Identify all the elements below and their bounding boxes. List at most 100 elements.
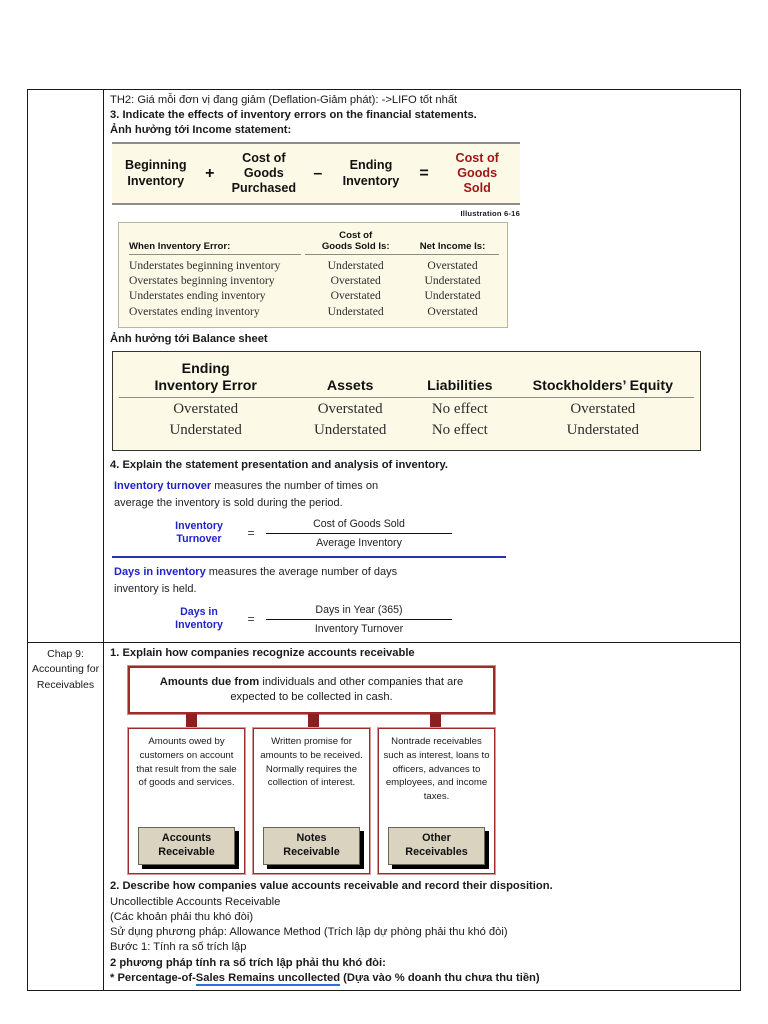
receivable-type-description: Amounts owed by customers on account tha…	[136, 736, 237, 789]
inventory-turnover-description: Inventory turnover measures the number o…	[114, 478, 735, 511]
table-row: Overstates ending inventory Understated …	[129, 305, 499, 320]
cogs-term1-line1: Beginning	[124, 158, 187, 173]
receivable-type-button-wrap: Notes Receivable	[263, 827, 360, 866]
connector-bar-accounts	[186, 714, 197, 733]
receivable-type-box-notes: Written promise for amounts to be receiv…	[252, 727, 371, 876]
days-in-inventory-formula: Days in Inventory = Days in Year (365) I…	[162, 603, 735, 636]
bs-header-col1-line2: Inventory Error	[154, 377, 257, 394]
note-line-th2: TH2: Giá mỗi đơn vị đang giảm (Deflation…	[110, 94, 458, 106]
row-body-cell-chapter9: 1. Explain how companies recognize accou…	[103, 642, 741, 992]
chapter9-label-line2: Accounting for	[31, 663, 100, 676]
di-label-line1: Days in	[180, 606, 218, 619]
cogs-term4-line2: Goods	[457, 166, 498, 181]
receivable-type-box-other: Nontrade receivables such as interest, l…	[377, 727, 496, 876]
days-in-inventory-denominator: Inventory Turnover	[314, 623, 404, 636]
connector-bar-notes	[308, 714, 319, 733]
cell: Understated	[424, 274, 481, 288]
inventory-turnover-desc-line1: Inventory turnover measures the number o…	[114, 478, 735, 495]
receivables-definition-rest: individuals and other companies that are	[259, 676, 464, 689]
balance-sheet-header-row: Ending Inventory Error Assets Liabilitie…	[119, 361, 694, 398]
objective-4-heading: 4. Explain the statement presentation an…	[110, 458, 448, 471]
chapter9-label-line1: Chap 9:	[47, 648, 84, 661]
days-in-inventory-desc-rest: measures the average number of days	[205, 566, 398, 579]
inventory-turnover-formula-label: Inventory Turnover	[162, 520, 236, 546]
inventory-error-header-col3: Net Income Is:	[406, 241, 499, 256]
table-row: Understates ending inventory Overstated …	[129, 289, 499, 304]
note-line-two-methods: 2 phương pháp tính ra số trích lập phải …	[110, 956, 386, 969]
balance-sheet-header-col3: Liabilities	[407, 378, 512, 398]
cell: Overstates ending inventory	[129, 304, 260, 318]
cogs-term4-line3: Sold	[463, 181, 491, 196]
cell: Overstated	[173, 400, 239, 417]
accounts-receivable-button-line1: Accounts	[161, 832, 212, 845]
cell: Understated	[566, 422, 640, 439]
note-line-allowance-method: Sử dụng phương pháp: Allowance Method (T…	[110, 926, 508, 939]
cell: Overstated	[330, 274, 381, 288]
row-label-cell-empty	[27, 88, 104, 644]
days-in-inventory-numerator: Days in Year (365)	[315, 603, 403, 616]
balance-sheet-header-col2: Assets	[292, 378, 408, 398]
cogs-term3-line1: Ending	[349, 158, 393, 173]
inventory-error-header-col2-line2: Goods Sold Is:	[321, 241, 390, 253]
receivable-type-box-accounts: Amounts owed by customers on account tha…	[127, 727, 246, 876]
receivable-type-description: Written promise for amounts to be receiv…	[260, 736, 363, 789]
cell: Understated	[313, 422, 387, 439]
note-line-vn-uncollectible: (Các khoản phải thu khó đòi)	[110, 910, 254, 923]
cogs-term-cost-of-goods-purchased: Cost of Goods Purchased	[220, 151, 308, 197]
cell: Understated	[169, 422, 242, 439]
notes-receivable-button-line1: Notes	[296, 832, 327, 845]
cell: Overstates beginning inventory	[129, 274, 275, 288]
cogs-term-ending-inventory: Ending Inventory	[328, 158, 414, 189]
cell: Overstated	[317, 400, 383, 417]
notes-receivable-button[interactable]: Notes Receivable	[263, 827, 360, 866]
cell: Overstated	[427, 304, 478, 318]
note-line-uncollectible: Uncollectible Accounts Receivable	[110, 895, 281, 908]
inventory-turnover-denominator: Average Inventory	[316, 537, 402, 550]
balance-sheet-illustration: Ending Inventory Error Assets Liabilitie…	[112, 350, 701, 451]
inventory-error-header-col2-line1: Cost of	[339, 229, 373, 241]
receivable-type-button-wrap: Accounts Receivable	[138, 827, 235, 866]
inventory-turnover-desc-line2: average the inventory is sold during the…	[114, 496, 343, 509]
study-notes-table: TH2: Giá mỗi đơn vị đang giảm (Deflation…	[27, 88, 741, 992]
inventory-error-header-col1: When Inventory Error:	[129, 241, 302, 256]
di-label-line2: Inventory	[175, 619, 223, 632]
objective-1-heading: 1. Explain how companies recognize accou…	[110, 647, 415, 660]
note-line-percentage-of-sales: * Percentage-of-Sales Remains uncollecte…	[110, 971, 735, 986]
inventory-turnover-numerator: Cost of Goods Sold	[313, 517, 405, 530]
receivables-diagram: Amounts due from individuals and other c…	[127, 665, 508, 876]
cogs-formula-illustration: Beginning Inventory + Cost of Goods Purc…	[112, 141, 520, 205]
cell: Understated	[327, 258, 384, 272]
cogs-formula-row: Beginning Inventory + Cost of Goods Purc…	[112, 151, 520, 197]
it-label-line2: Turnover	[176, 533, 222, 546]
objective-2-heading: 2. Describe how companies value accounts…	[110, 880, 553, 893]
fraction-bar	[266, 618, 452, 621]
days-in-inventory-equals: =	[247, 612, 255, 627]
days-in-inventory-formula-label: Days in Inventory	[162, 606, 236, 632]
other-receivables-button[interactable]: Other Receivables	[388, 827, 485, 866]
cogs-operator-minus: –	[313, 164, 323, 182]
other-receivables-button-line2: Receivables	[405, 845, 468, 858]
cell: Overstated	[570, 400, 636, 417]
income-statement-subheading: Ảnh hưởng tới Income statement:	[110, 124, 292, 137]
notes-receivable-button-line2: Receivable	[283, 845, 340, 858]
accounts-receivable-button[interactable]: Accounts Receivable	[138, 827, 235, 866]
section-divider-rule	[112, 556, 506, 559]
cogs-term2-line1: Cost of	[242, 150, 286, 165]
table-row: Understates beginning inventory Understa…	[129, 259, 499, 274]
objective-3-heading: 3. Indicate the effects of inventory err…	[110, 109, 477, 122]
inventory-turnover-fraction: Cost of Goods Sold Average Inventory	[266, 517, 452, 550]
inventory-turnover-term: Inventory turnover	[114, 480, 212, 493]
table-row: Overstates beginning inventory Overstate…	[129, 274, 499, 289]
table-row: Understated Understated No effect Unders…	[119, 421, 694, 441]
cogs-term-beginning-inventory: Beginning Inventory	[112, 158, 200, 189]
table-row-inventory: TH2: Giá mỗi đơn vị đang giảm (Deflation…	[27, 88, 741, 644]
note-line-step1: Bước 1: Tính ra số trích lập	[110, 941, 247, 954]
inventory-turnover-desc-rest: measures the number of times on	[211, 480, 379, 493]
other-receivables-button-line1: Other	[422, 832, 451, 845]
pos-prefix: * Percentage-of-	[110, 971, 196, 984]
cogs-term2-line3: Purchased	[231, 181, 297, 196]
table-row: Overstated Overstated No effect Overstat…	[119, 400, 694, 420]
receivable-type-button-wrap: Other Receivables	[388, 827, 485, 866]
balance-sheet-header-col4: Stockholders’ Equity	[511, 378, 694, 398]
